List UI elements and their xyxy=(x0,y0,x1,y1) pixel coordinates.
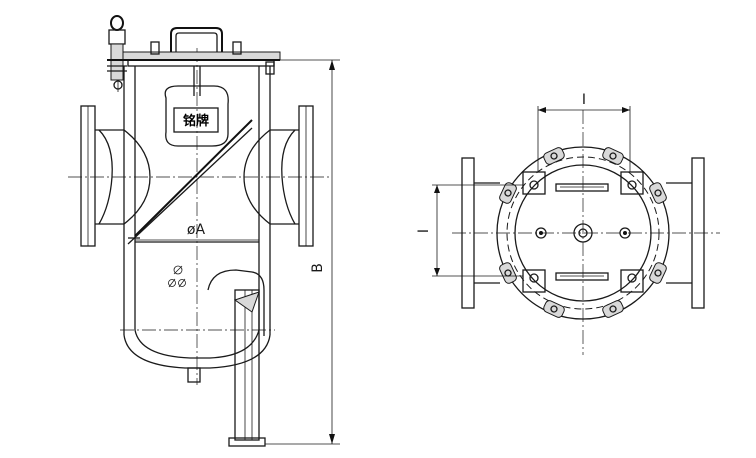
plan-dim-top: I xyxy=(537,92,631,172)
plan-dim-side: I xyxy=(416,184,523,277)
support-foot xyxy=(228,437,266,447)
plan-center-holes xyxy=(535,223,631,243)
outer-flange-circle xyxy=(496,146,670,320)
top-view: I I xyxy=(416,92,720,355)
cover-bolt-right xyxy=(232,41,242,55)
plan-handles xyxy=(555,183,609,281)
hinge-eyebolt xyxy=(107,15,127,92)
filter-basket-diagonal xyxy=(127,119,259,245)
height-b-dimension: B xyxy=(265,59,340,445)
cover-bolt-left xyxy=(150,41,160,55)
blowdown-pipe xyxy=(207,269,266,447)
plan-left-flange xyxy=(461,157,475,309)
lifting-handle xyxy=(170,27,223,52)
diameter-a-label: øA xyxy=(187,222,206,238)
plan-brackets xyxy=(522,171,644,293)
inlet-flange xyxy=(80,105,151,247)
diameter-a-dimension: øA xyxy=(135,222,259,241)
cover-plate xyxy=(111,51,281,61)
body-circle xyxy=(514,164,652,302)
dim-side-label: I xyxy=(416,229,432,233)
height-b-label: B xyxy=(310,263,326,273)
plan-bolts xyxy=(499,147,667,318)
filter-body xyxy=(120,66,275,383)
front-view: 铭牌 øA xyxy=(68,15,340,447)
bolt-circle xyxy=(506,156,660,310)
drain-plug xyxy=(187,367,201,383)
dim-top-label: I xyxy=(582,92,586,108)
outlet-flange xyxy=(243,105,314,247)
top-cover xyxy=(111,27,281,96)
nameplate-label: 铭牌 xyxy=(183,113,209,129)
plan-right-flange xyxy=(691,157,705,309)
nameplate: 铭牌 xyxy=(164,85,229,147)
basket-holes xyxy=(168,265,186,288)
bottom-head xyxy=(123,334,271,369)
